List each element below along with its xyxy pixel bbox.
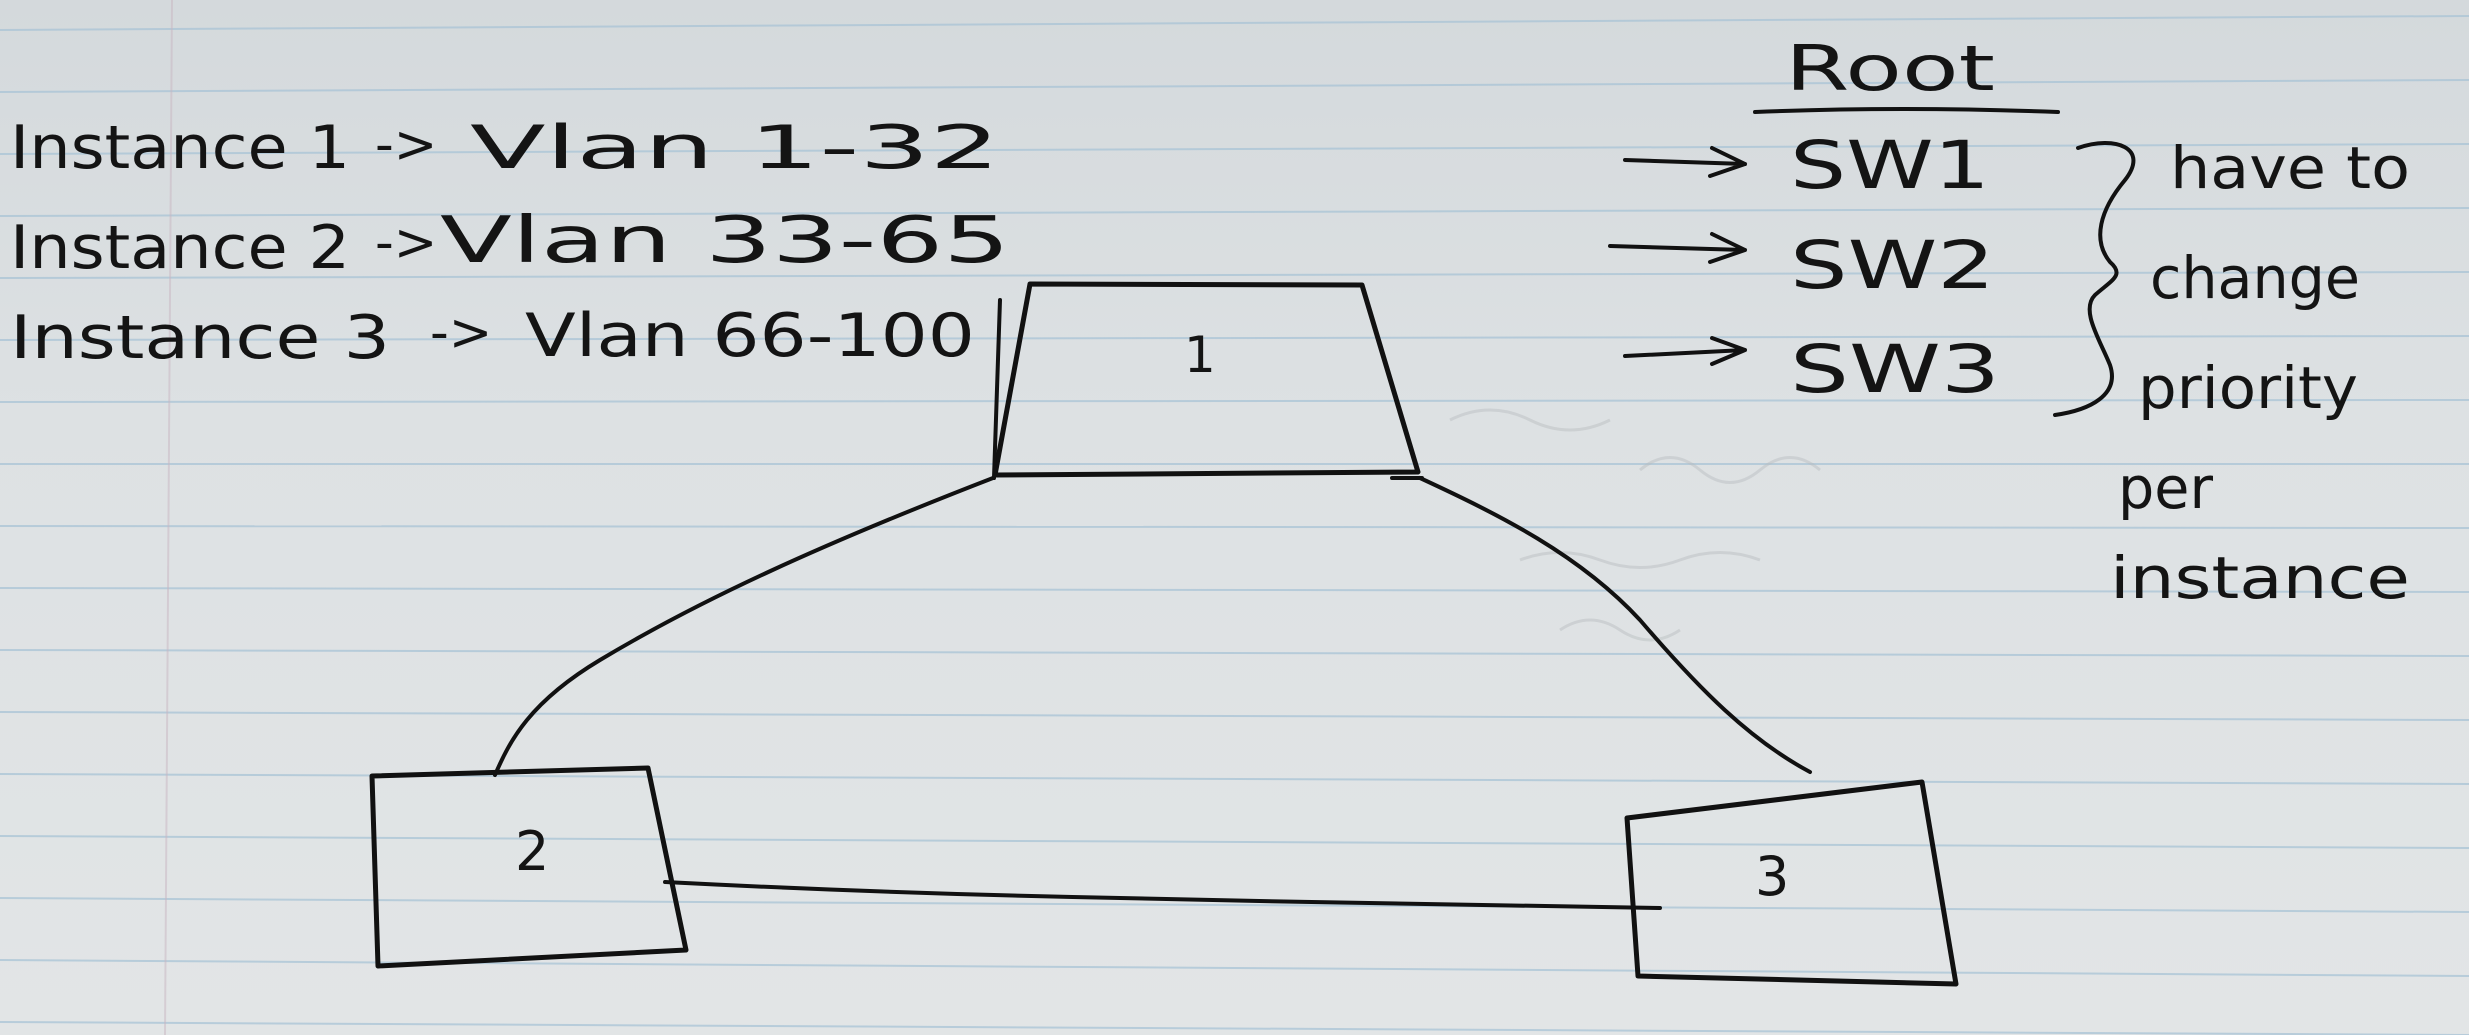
switch-1: 1 xyxy=(992,281,1424,480)
arrow-icon: -> xyxy=(430,303,492,363)
note-line-4: per xyxy=(2118,454,2213,522)
link-sw1-sw2 xyxy=(493,476,995,777)
vlan-range: Vlan 66-100 xyxy=(525,301,975,371)
note-line-3: priority xyxy=(2138,354,2358,422)
switch-1-box xyxy=(992,281,1421,478)
instance-label: Instance 3 xyxy=(10,303,390,373)
arrow-icon: -> xyxy=(375,115,437,175)
switch-2-label: 2 xyxy=(515,820,549,883)
arrow-icon: -> xyxy=(375,213,437,273)
switch-2-box xyxy=(369,765,689,969)
note-line-2: change xyxy=(2150,244,2360,312)
instance-label: Instance 1 xyxy=(10,113,350,183)
vlan-range: Vlan 1-32 xyxy=(470,113,1000,183)
note-line-5: instance xyxy=(2110,544,2410,612)
ruled-lines xyxy=(0,15,2469,1035)
switch-1-stroke xyxy=(992,298,1424,480)
note: have to change priority per instance xyxy=(2110,134,2410,612)
instance-row-1: Instance 1 -> Vlan 1-32 xyxy=(10,113,1000,183)
switch-3-label: 3 xyxy=(1755,845,1789,908)
instance-row-2: Instance 2 -> Vlan 33-65 xyxy=(10,204,1010,283)
arrow-icon xyxy=(1623,146,1747,178)
note-line-1: have to xyxy=(2170,134,2410,202)
bleed-through xyxy=(1449,408,1821,642)
instance-vlan-list: Instance 1 -> Vlan 1-32 Instance 2 -> Vl… xyxy=(10,113,1010,373)
link-sw1-sw3 xyxy=(1418,476,1812,774)
switch-3: 3 xyxy=(1624,779,1959,987)
vlan-range: Vlan 33-65 xyxy=(440,204,1010,278)
switch-3-box xyxy=(1624,779,1959,987)
arrow-icon xyxy=(1608,232,1747,264)
switch-2: 2 xyxy=(369,765,689,969)
instance-row-3: Instance 3 -> Vlan 66-100 xyxy=(10,301,975,373)
arrow-icon xyxy=(1623,336,1747,366)
switch-1-label: 1 xyxy=(1184,326,1216,384)
topology: 1 2 3 xyxy=(369,281,1959,987)
instance-label: Instance 2 xyxy=(10,213,350,283)
root-column: Root SW1 SW2 SW3 xyxy=(1608,32,2060,408)
margin-line xyxy=(164,0,173,1035)
link-sw2-sw3 xyxy=(663,880,1662,910)
root-header: Root xyxy=(1785,32,1995,105)
root-switch-2: SW2 xyxy=(1790,227,1995,304)
root-underline xyxy=(1753,107,2060,114)
root-switch-3: SW3 xyxy=(1790,331,2000,408)
root-switch-1: SW1 xyxy=(1790,127,1990,204)
curly-brace xyxy=(2053,141,2136,417)
